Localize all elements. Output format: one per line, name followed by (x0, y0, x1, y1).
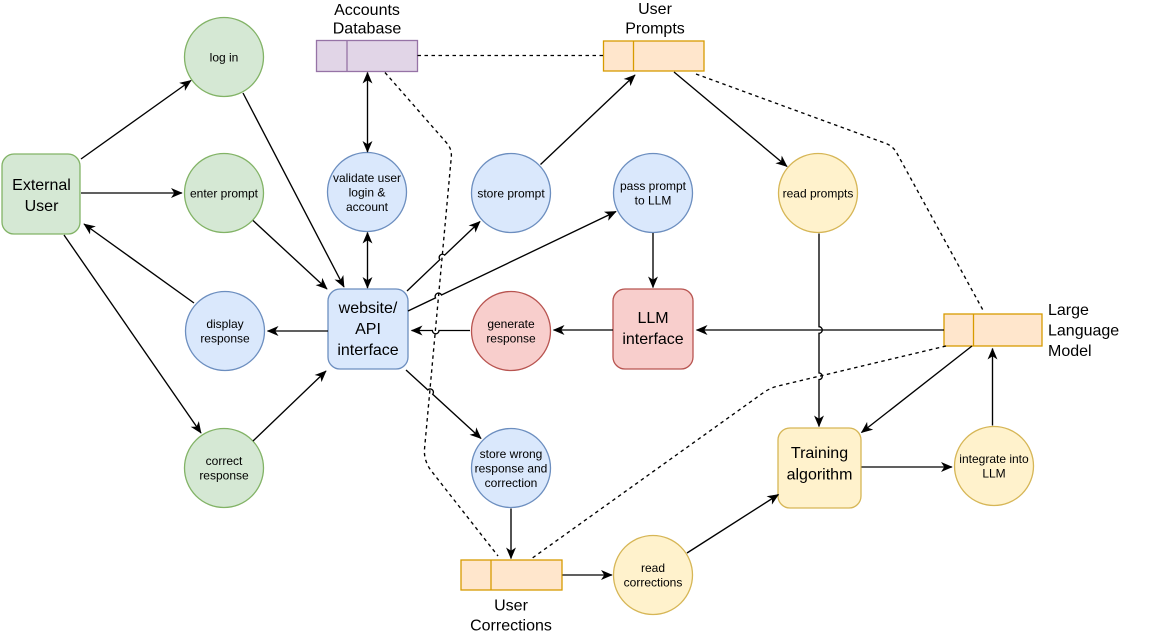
svg-text:enter prompt: enter prompt (190, 186, 259, 200)
svg-text:store prompt: store prompt (477, 186, 545, 200)
svg-text:read prompts: read prompts (783, 186, 854, 200)
svg-text:log in: log in (210, 50, 239, 64)
